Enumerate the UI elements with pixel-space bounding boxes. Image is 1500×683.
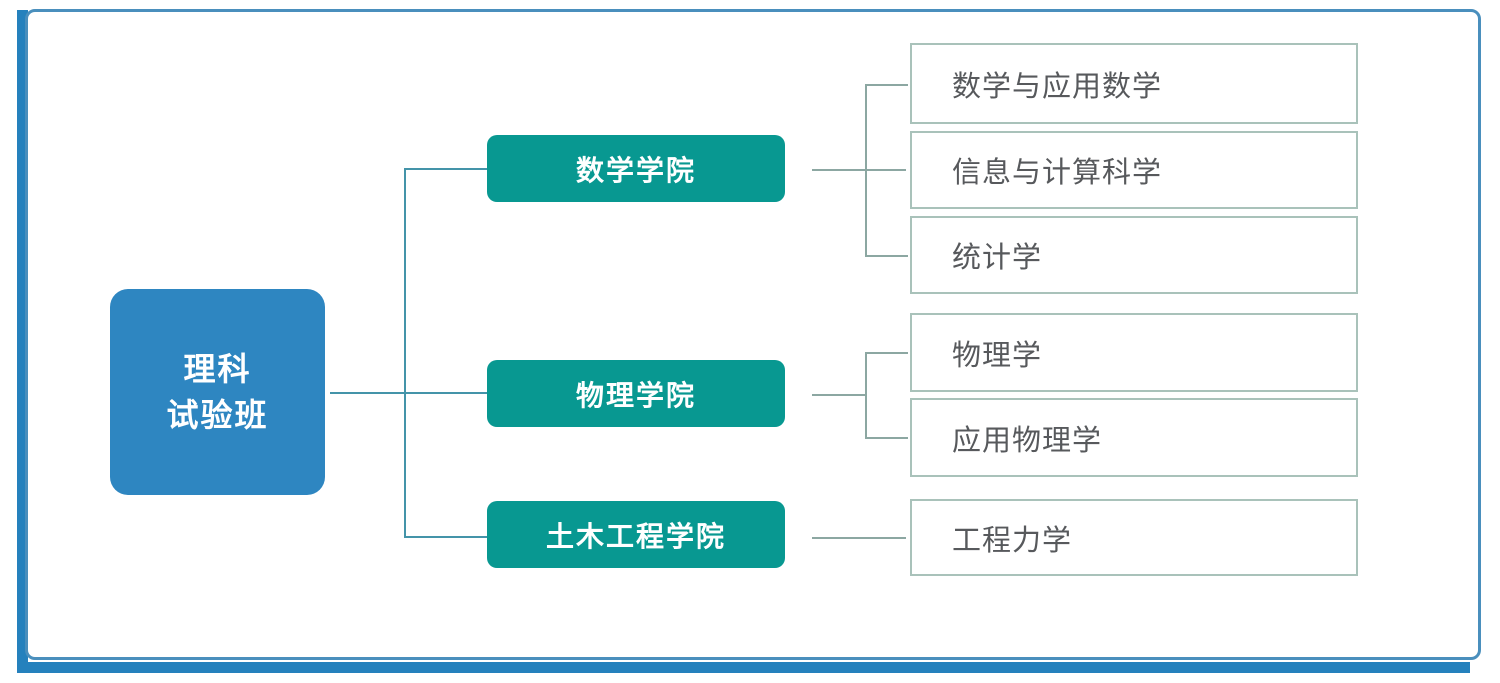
connector-math-stub-bottom [865,255,908,257]
major-label: 信息与计算科学 [952,157,1163,189]
connector-stub-civil [404,536,488,538]
connector-root-trunk [404,168,406,538]
major-node-applied-physics: 应用物理学 [910,398,1358,477]
root-label-line2: 试验班 [166,397,269,433]
connector-math-trunk [865,84,867,257]
connector-math-stub-top [865,84,908,86]
major-node-math-applied-math: 数学与应用数学 [910,43,1358,124]
major-node-physics: 物理学 [910,313,1358,392]
connector-physics-stub-bottom [865,437,908,439]
college-label-physics: 物理学院 [575,379,696,411]
root-node-science-experimental-class: 理科 试验班 [110,289,325,495]
major-label: 数学与应用数学 [952,70,1163,103]
frame-accent-border [17,10,1470,673]
college-node-physics: 物理学院 [487,360,785,427]
major-label: 应用物理学 [952,424,1103,457]
college-label-math: 数学学院 [575,154,696,186]
major-label: 统计学 [952,242,1043,274]
major-label: 工程力学 [952,524,1073,557]
major-label: 物理学 [952,339,1043,372]
connector-stub-math [404,168,488,170]
connector-civil-horizontal [812,537,906,539]
root-label-line1: 理科 [183,350,252,387]
connector-math-horizontal [812,169,906,171]
connector-physics-trunk [865,352,867,439]
major-node-engineering-mechanics: 工程力学 [910,499,1358,576]
college-node-math: 数学学院 [487,135,785,202]
college-label-civil-engineering: 土木工程学院 [545,520,726,552]
major-node-statistics: 统计学 [910,216,1358,294]
connector-physics-stub-top [865,352,908,354]
major-node-information-computing-science: 信息与计算科学 [910,131,1358,209]
college-node-civil-engineering: 土木工程学院 [487,501,785,568]
connector-root-horizontal [330,392,488,394]
connector-physics-horizontal [812,394,867,396]
